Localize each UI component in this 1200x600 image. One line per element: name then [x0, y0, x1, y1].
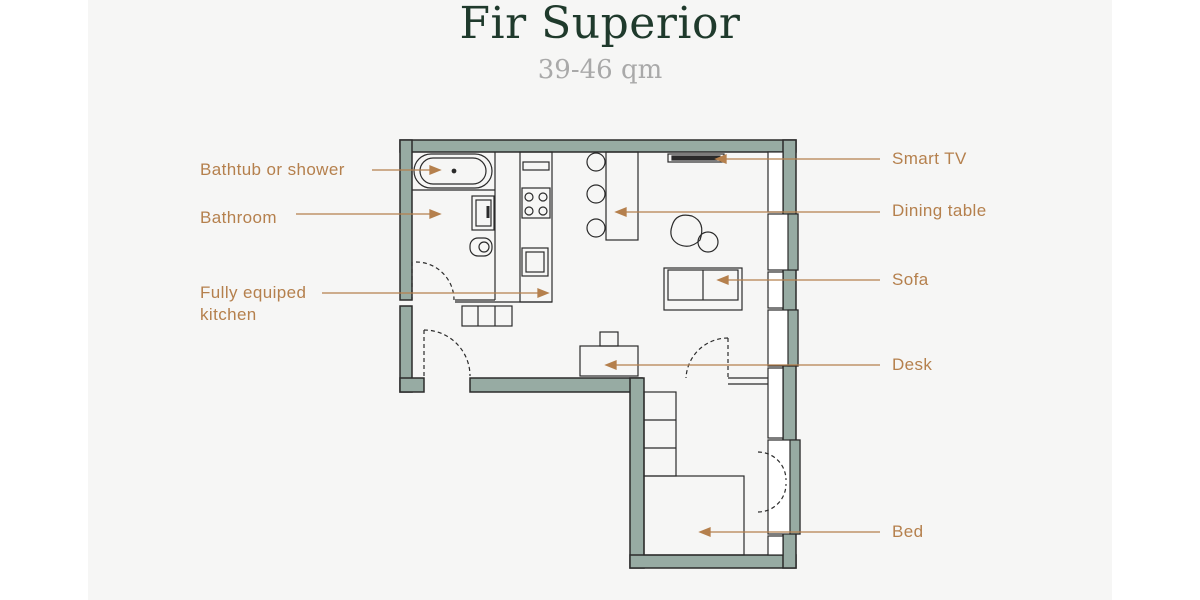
bathtub	[413, 153, 493, 189]
toilet	[469, 237, 493, 257]
floorplan-card	[88, 0, 1112, 600]
wall-bedroom-left	[629, 377, 645, 569]
label-bed: Bed	[892, 522, 924, 541]
label-sofa: Sofa	[892, 270, 929, 289]
walls	[399, 139, 797, 569]
wall-top	[399, 139, 797, 153]
wall-middle	[469, 377, 643, 393]
annotation-arrows	[296, 154, 880, 537]
label-kitchen-line1: Fully equiped	[200, 283, 307, 302]
label-bathtub: Bathtub or shower	[200, 160, 345, 179]
desk	[579, 345, 639, 377]
wall-bottom	[629, 554, 797, 569]
kitchen-sink	[521, 247, 549, 277]
label-dining-table: Dining table	[892, 201, 987, 220]
wall-bottom-stub	[399, 377, 425, 393]
label-smart-tv: Smart TV	[892, 149, 967, 168]
page-title: Fir Superior	[459, 0, 741, 49]
wall-left-upper	[399, 139, 413, 301]
wardrobe	[643, 391, 677, 477]
stove	[521, 187, 551, 219]
label-desk: Desk	[892, 355, 933, 374]
bed	[643, 475, 745, 556]
interior	[411, 151, 787, 556]
sofa	[663, 267, 743, 311]
kitchen-counter	[519, 151, 553, 303]
ottoman	[697, 231, 719, 253]
windows	[767, 151, 801, 556]
bathroom-sink	[471, 195, 495, 231]
dining-table	[605, 151, 639, 241]
armchair	[670, 214, 703, 247]
label-kitchen-line2: kitchen	[200, 305, 257, 324]
label-bathroom: Bathroom	[200, 208, 277, 227]
area-subtitle: 39-46 qm	[537, 55, 663, 85]
